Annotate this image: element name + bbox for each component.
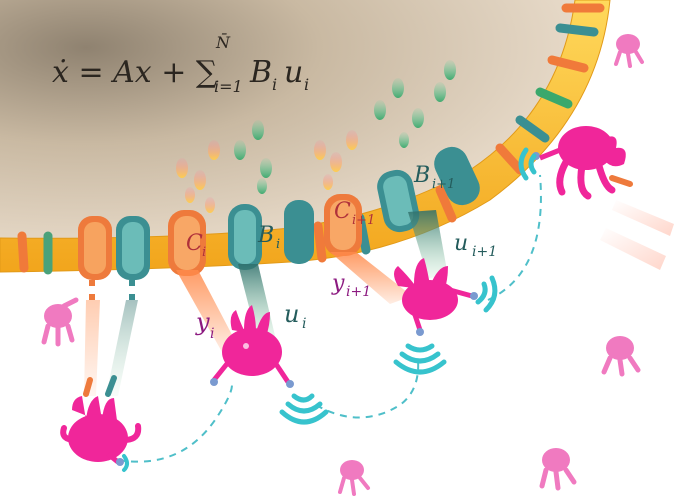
svg-text:i+1: i+1 [432,177,455,192]
label-u-i: u [284,300,299,328]
svg-text:i: i [210,326,214,342]
label-u-i-plus-1: u [454,231,468,256]
label-y-i: y [195,308,210,336]
svg-text:i: i [276,237,280,252]
svg-text:B: B [249,55,272,90]
svg-text:i=1: i=1 [214,77,243,96]
signal-waves-agent-i [282,396,326,422]
label-b-i: B [257,223,274,248]
svg-text:i+1: i+1 [472,244,497,260]
signal-waves-lower-left [124,456,127,470]
svg-text:N̄: N̄ [215,31,231,52]
svg-text:i: i [272,75,277,94]
svg-text:u: u [284,55,303,90]
label-b-i-plus-1: B [413,163,430,188]
svg-text:i: i [302,316,306,332]
svg-text:i: i [304,75,309,94]
svg-text:ẋ = Ax + ∑: ẋ = Ax + ∑ [52,55,218,90]
agent-upper-right [532,126,674,270]
label-c-i-plus-1: C [334,199,351,224]
label-c-i: C [186,231,203,256]
small-agent-3 [604,336,638,374]
small-agent-1 [44,300,76,344]
small-agent-2 [616,34,642,66]
svg-text:i: i [202,245,206,260]
small-agent-5 [340,460,368,494]
svg-text:i+1: i+1 [352,213,375,228]
small-agent-4 [542,448,574,488]
label-y-i-plus-1: y [331,271,345,296]
agent-lower-left [63,378,138,466]
cell-interior [0,0,575,238]
svg-text:i+1: i+1 [346,284,371,300]
